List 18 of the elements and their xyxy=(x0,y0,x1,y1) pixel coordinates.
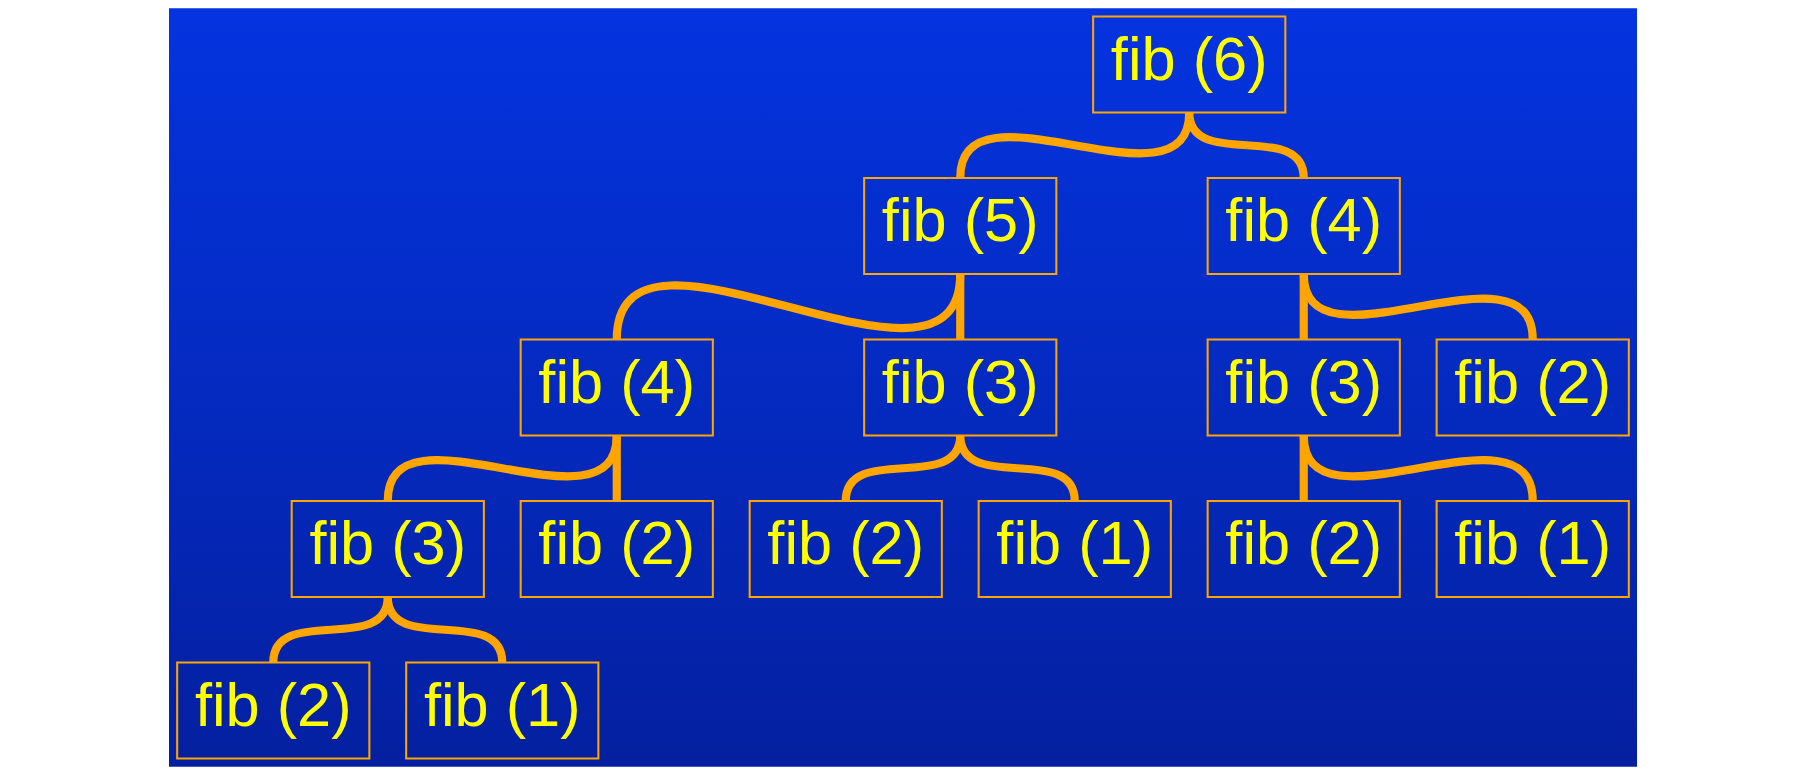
node-box: fib (2) xyxy=(1206,499,1401,599)
node-box: fib (1) xyxy=(405,661,600,760)
node-box: fib (2) xyxy=(748,499,943,599)
node-box: fib (3) xyxy=(1206,338,1401,437)
node-box: fib (1) xyxy=(1435,499,1630,599)
node-box: fib (4) xyxy=(519,338,714,437)
node-box: fib (6) xyxy=(1092,15,1287,114)
node-box: fib (2) xyxy=(176,661,371,760)
node-box: fib (3) xyxy=(863,338,1058,437)
node-box: fib (3) xyxy=(290,499,485,599)
node-box: fib (4) xyxy=(1206,176,1401,276)
node-box: fib (2) xyxy=(1435,338,1630,437)
connector xyxy=(612,273,965,341)
connector xyxy=(956,274,965,340)
node-box: fib (2) xyxy=(519,499,714,599)
node-box: fib (1) xyxy=(977,499,1172,599)
node-box: fib (5) xyxy=(863,176,1058,276)
connector xyxy=(612,435,621,501)
